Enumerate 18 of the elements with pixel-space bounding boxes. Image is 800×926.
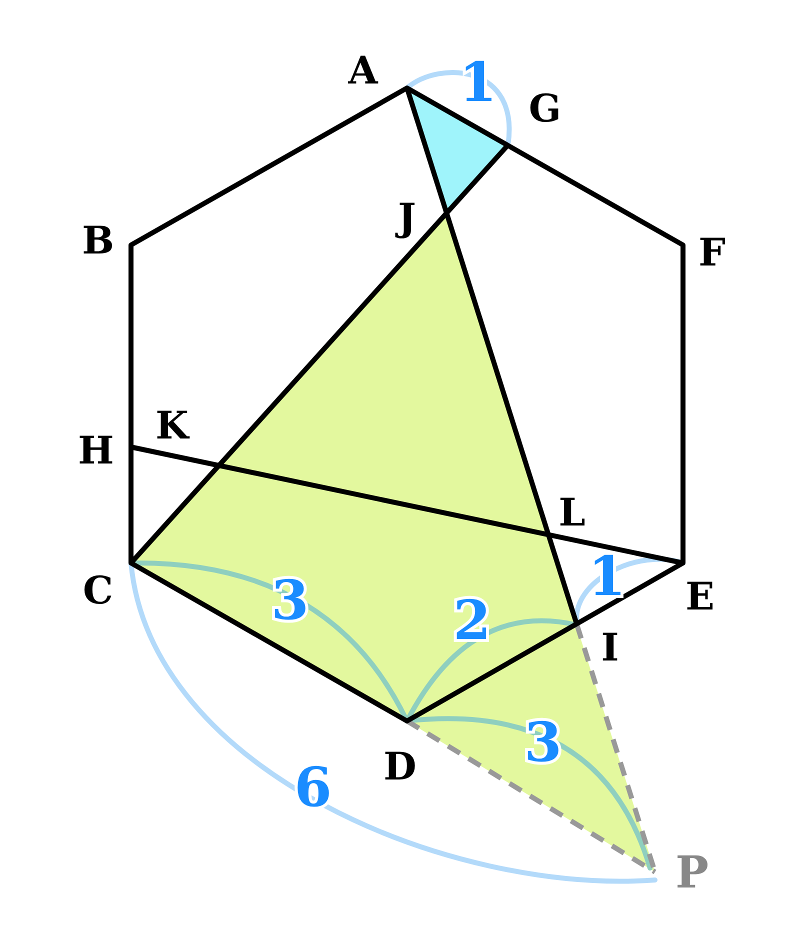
length-label: 6 [294, 755, 332, 819]
length-label: 1 [459, 50, 497, 114]
length-label: 3 [524, 710, 562, 774]
point-label: E [686, 574, 714, 618]
point-label: D [384, 744, 416, 788]
point-label: G [528, 86, 562, 130]
length-label: 3 [271, 568, 309, 632]
point-label: B [82, 218, 114, 262]
point-label: I [601, 624, 619, 670]
point-label: F [698, 230, 726, 274]
point-label: K [155, 402, 189, 448]
point-label: P [675, 848, 709, 898]
point-label: C [82, 568, 114, 612]
length-label: 1 [588, 544, 626, 608]
point-label: L [558, 490, 586, 534]
point-label: A [348, 48, 378, 92]
point-label: H [78, 428, 114, 472]
length-label: 2 [453, 588, 491, 652]
